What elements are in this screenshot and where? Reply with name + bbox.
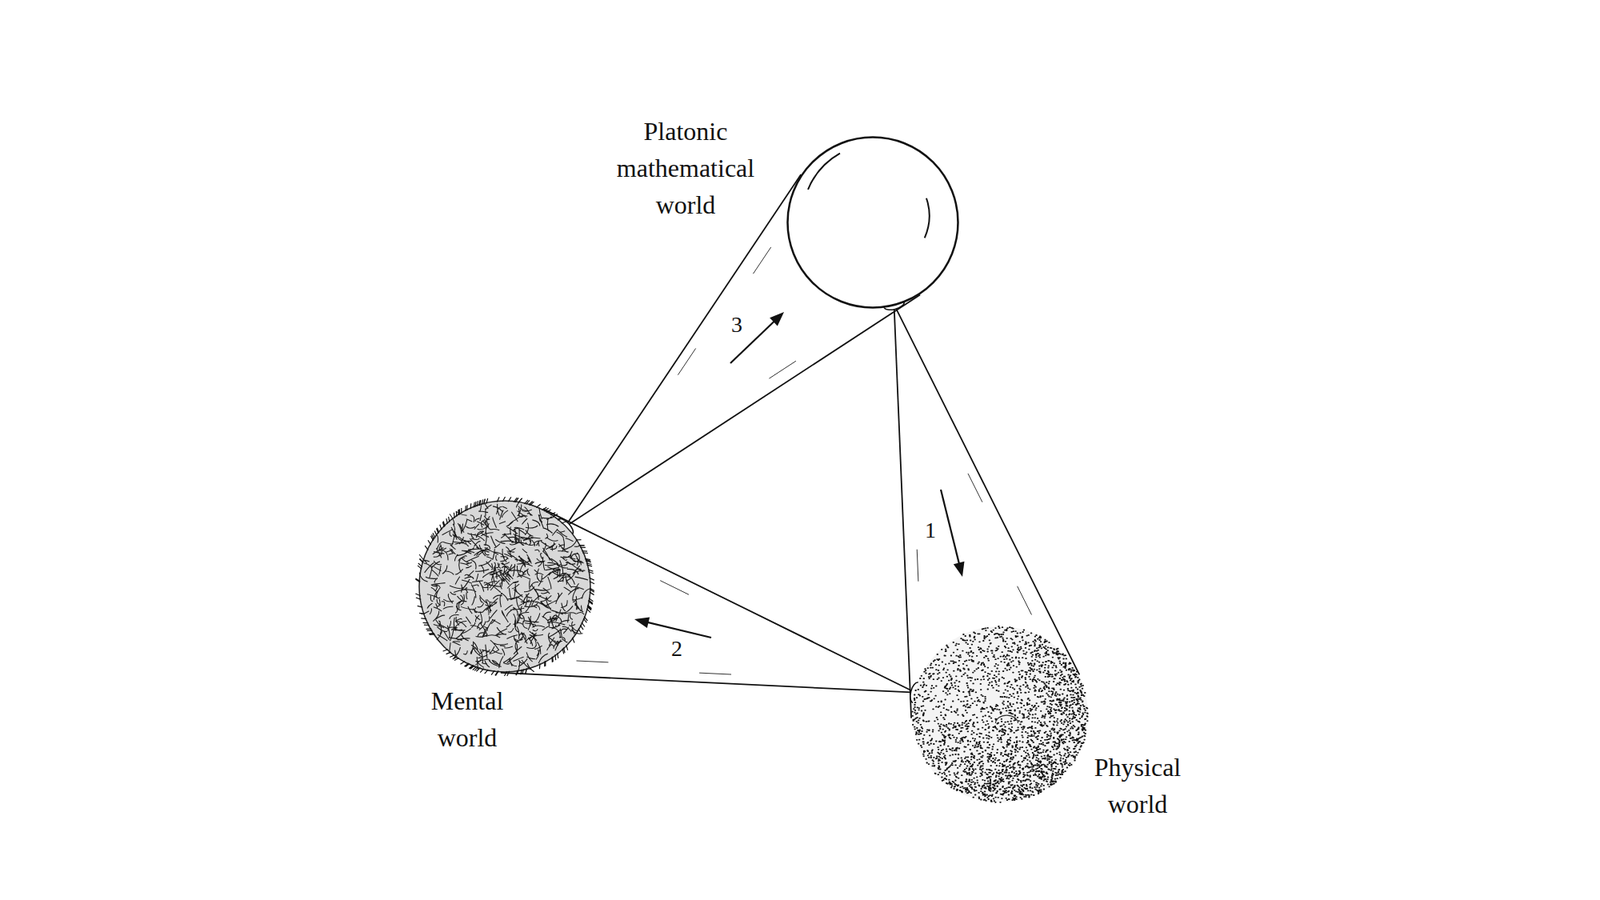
- arrow-head: [953, 561, 965, 577]
- direction-arrow: [637, 620, 712, 638]
- cone-shading: [752, 247, 771, 274]
- cone-side: [564, 174, 801, 528]
- world-sphere: Physical world: [911, 625, 1089, 804]
- cone-side: [543, 508, 916, 693]
- stipple-texture: [912, 626, 1088, 803]
- sphere-drawing: [911, 625, 1089, 804]
- cone-shading: [576, 660, 608, 663]
- cone-shading: [677, 348, 696, 375]
- world-label: Mental world: [411, 682, 524, 756]
- sphere-drawing: [786, 136, 960, 309]
- cone-shading: [968, 473, 983, 503]
- arrow-head: [769, 312, 784, 326]
- world-label: Physical world: [1077, 748, 1198, 823]
- crater-mark: [995, 715, 1018, 724]
- sphere-outline: [912, 626, 1088, 803]
- callout-number: 3: [728, 312, 745, 337]
- cone-side: [564, 294, 920, 527]
- sphere-drawing: [418, 500, 592, 673]
- arrow-head: [634, 616, 650, 628]
- world-sphere: Mental world: [418, 500, 592, 673]
- fuzzy-edge: [415, 496, 595, 676]
- highlight-arc: [808, 153, 840, 190]
- world-label: Platonic mathematical world: [589, 112, 782, 224]
- cone-shading: [699, 672, 732, 675]
- cone-shading: [660, 580, 689, 596]
- cone-side: [500, 672, 916, 693]
- cone-shading: [1017, 586, 1032, 616]
- sphere-outline: [788, 137, 959, 308]
- cone-side: [894, 304, 912, 719]
- cone-shading: [916, 549, 919, 582]
- direction-arrow: [940, 489, 962, 574]
- highlight-arc: [924, 198, 930, 239]
- callout-number: 2: [668, 636, 685, 661]
- cone-shading: [768, 360, 796, 379]
- cone-side: [894, 304, 1080, 676]
- world-sphere: Platonic mathematical world: [786, 136, 960, 309]
- callout-number: 1: [922, 518, 939, 543]
